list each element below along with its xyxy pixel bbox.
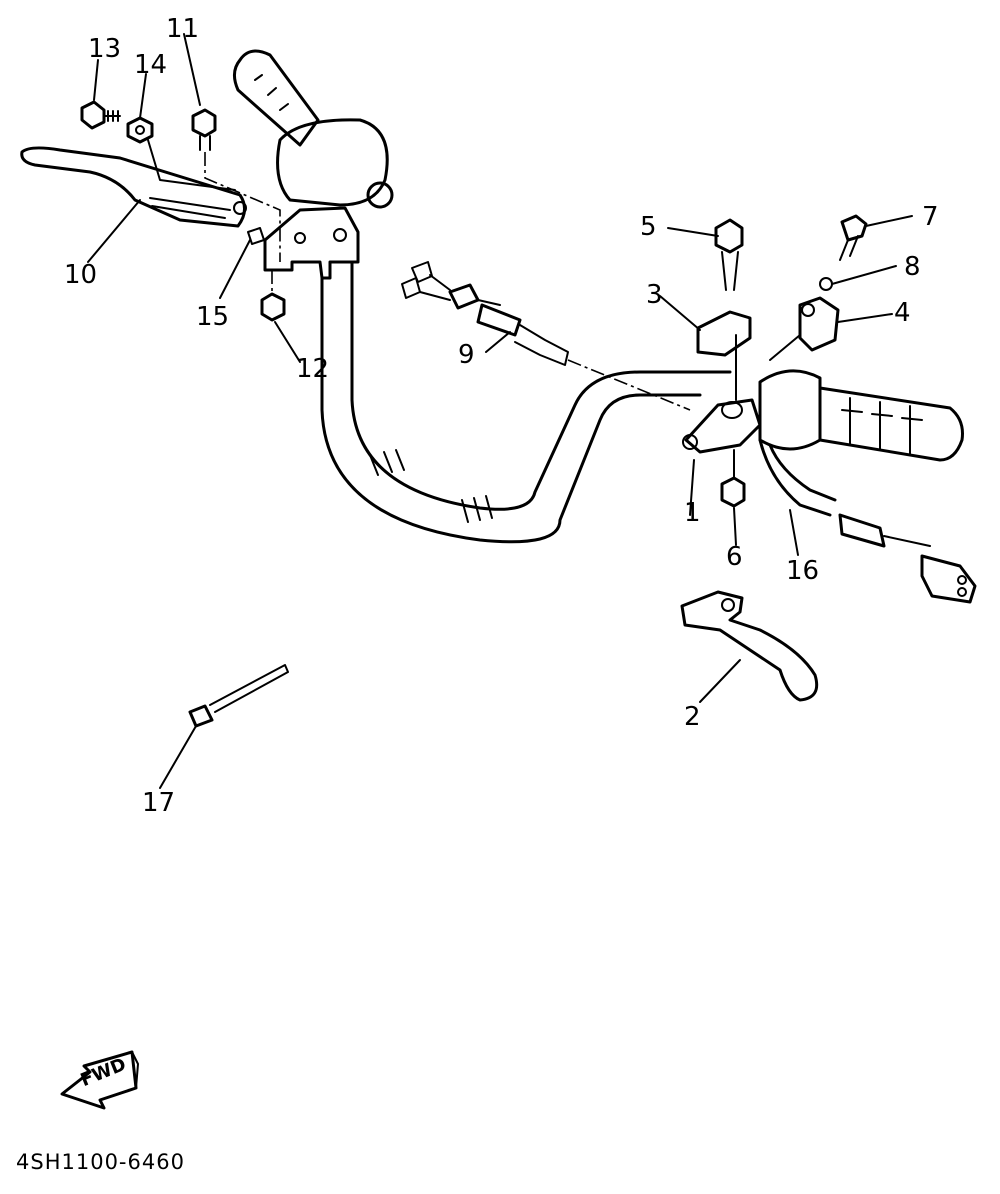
left-small-parts [80,100,286,322]
part-label-14: 14 [134,50,168,80]
right-grip-assembly [758,369,977,604]
part-label-3: 3 [646,280,663,310]
part-label-2: 2 [684,702,701,732]
part-label-15: 15 [196,302,230,332]
diagram-code: 4SH1100-6460 [16,1150,185,1174]
leader-lines [87,33,913,789]
left-lever [20,146,247,228]
right-lever [680,590,819,702]
part-label-17: 17 [142,788,176,818]
part-label-4: 4 [894,298,911,328]
part-label-9: 9 [458,340,475,370]
part-label-7: 7 [922,202,939,232]
part-label-13: 13 [88,34,122,64]
handlebar [320,260,732,544]
part-label-12: 12 [296,354,330,384]
throttle-cable [401,261,691,411]
fwd-arrow-icon [60,1050,139,1110]
part-label-6: 6 [726,542,743,572]
part-label-11: 11 [166,14,200,44]
right-perch [682,398,762,508]
part-label-5: 5 [640,212,657,242]
part-label-10: 10 [64,260,98,290]
cable-tie [188,664,289,728]
part-label-8: 8 [904,252,921,282]
part-label-16: 16 [786,556,820,586]
part-label-1: 1 [684,498,701,528]
left-grip-assembly [233,49,394,280]
